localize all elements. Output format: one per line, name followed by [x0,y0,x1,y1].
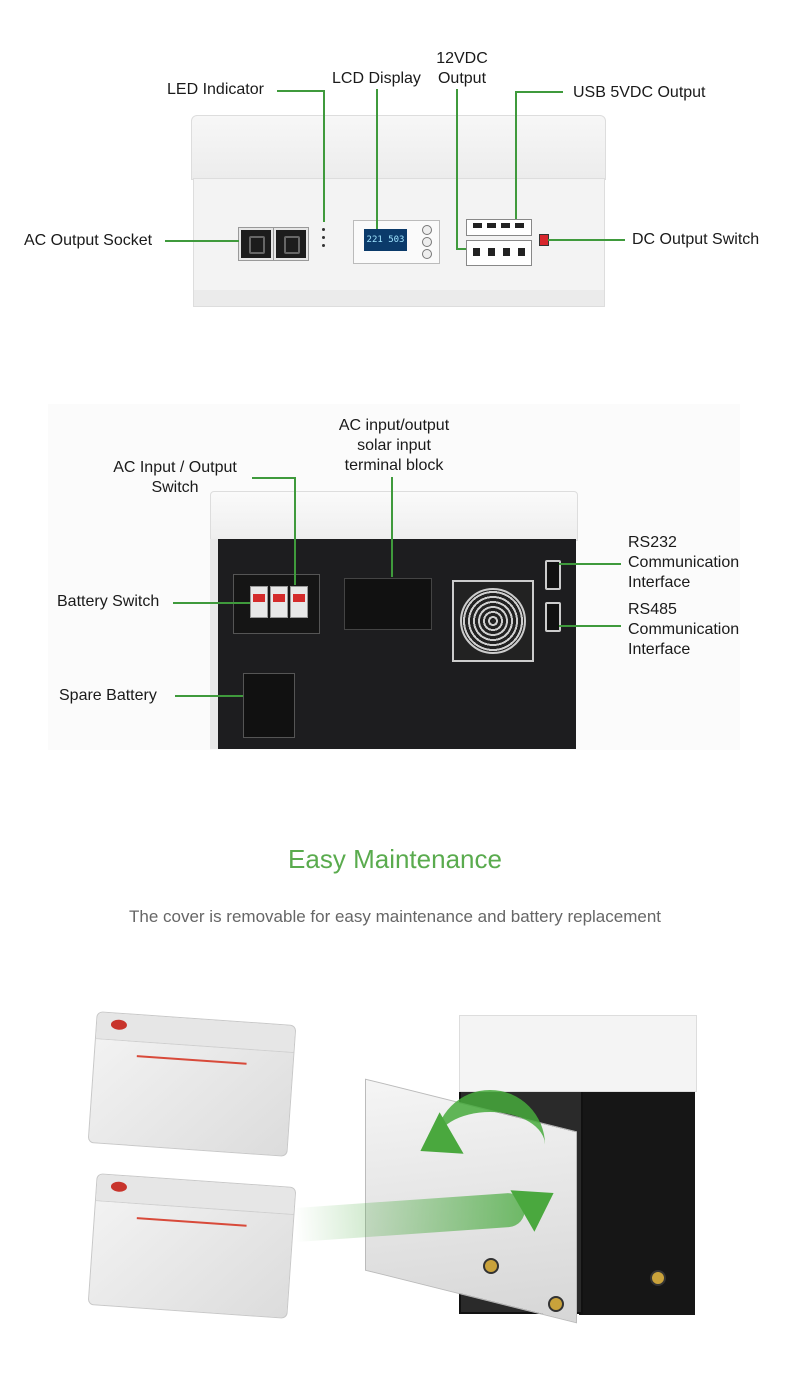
cabinet-wheel [548,1296,564,1312]
dc-port-strip [466,240,532,266]
label-battery-switch: Battery Switch [57,593,160,610]
label-rs485-line1: RS485 [628,601,677,618]
leader-line [559,563,621,565]
leader-line [323,90,325,222]
label-ac-switch-line1: AC Input / Output [113,459,237,476]
label-dc-output-switch: DC Output Switch [632,231,760,248]
leader-line [548,239,625,241]
leader-line [294,477,296,585]
device-top-lid [191,115,606,180]
rear-top-lid [210,491,578,541]
battery-lower [87,1173,297,1319]
lcd-button-1 [422,225,432,235]
ac-breaker-2 [290,586,308,618]
usb-port [487,223,496,228]
leader-line [456,248,466,250]
leader-line [175,695,243,697]
usb-port [515,223,524,228]
leader-line [277,90,324,92]
label-rs485-line2: Communication [628,621,740,638]
label-spare-battery: Spare Battery [59,687,157,704]
label-terminal-line3: terminal block [344,457,444,474]
battery-upper [87,1011,297,1157]
lcd-button-2 [422,237,432,247]
dc-port [518,248,525,256]
label-rs485: RS485 Communication Interface [628,600,739,660]
device-base [193,290,605,307]
label-rs232-line2: Communication [628,554,740,571]
ac-socket-2 [273,227,309,261]
dc-port [473,248,480,256]
ac-breaker-1 [270,586,288,618]
leader-line [456,89,458,249]
cooling-fan [452,580,534,662]
led-indicator-2 [322,236,325,239]
battery-label-stripe [133,1217,247,1267]
label-terminal-block: AC input/output solar input terminal blo… [322,416,466,476]
led-indicator-1 [322,228,325,231]
usb-port [501,223,510,228]
battery-label-stripe [133,1055,247,1105]
label-rs485-line3: Interface [628,641,691,658]
cabinet-wheel [483,1258,499,1274]
leader-line [376,89,378,229]
rs485-port [545,602,561,632]
led-indicator-3 [322,244,325,247]
cabinet-control-panel [459,1015,697,1092]
label-ac-switch: AC Input / Output Switch [102,458,248,498]
battery-lid [95,1174,296,1215]
usb-port [473,223,482,228]
label-lcd-display: LCD Display [332,70,421,87]
label-terminal-line2: solar input [357,437,431,454]
label-ac-output-socket: AC Output Socket [24,232,153,249]
leader-line [391,477,393,577]
label-12vdc-line1: 12VDC [436,50,488,67]
label-rs232-line1: RS232 [628,534,677,551]
label-terminal-line1: AC input/output [338,417,450,434]
label-12vdc-line2: Output [437,70,487,87]
usb-port-strip [466,219,532,236]
leader-line [559,625,621,627]
label-12vdc-output: 12VDC Output [430,49,494,89]
label-rs232: RS232 Communication Interface [628,533,739,593]
section-subtitle: The cover is removable for easy maintena… [129,907,661,926]
rear-side-edge [210,539,218,749]
lcd-button-3 [422,249,432,259]
spare-battery-terminal [243,673,295,738]
label-ac-switch-line2: Switch [151,479,199,496]
dc-port [503,248,510,256]
label-usb-output: USB 5VDC Output [573,84,706,101]
leader-line [515,91,563,93]
label-rs232-line3: Interface [628,574,691,591]
section-title: Easy Maintenance [288,844,502,874]
cabinet-wheel [650,1270,666,1286]
label-led-indicator: LED Indicator [167,81,264,98]
ac-socket-1 [238,227,274,261]
leader-line [252,477,296,479]
lcd-screen: 221 503 [364,229,407,251]
battery-breaker [250,586,268,618]
leader-line [165,240,239,242]
leader-line [173,602,250,604]
battery-lid [95,1012,296,1053]
rs232-port [545,560,561,590]
terminal-block [344,578,432,630]
dc-port [488,248,495,256]
leader-line [515,91,517,219]
